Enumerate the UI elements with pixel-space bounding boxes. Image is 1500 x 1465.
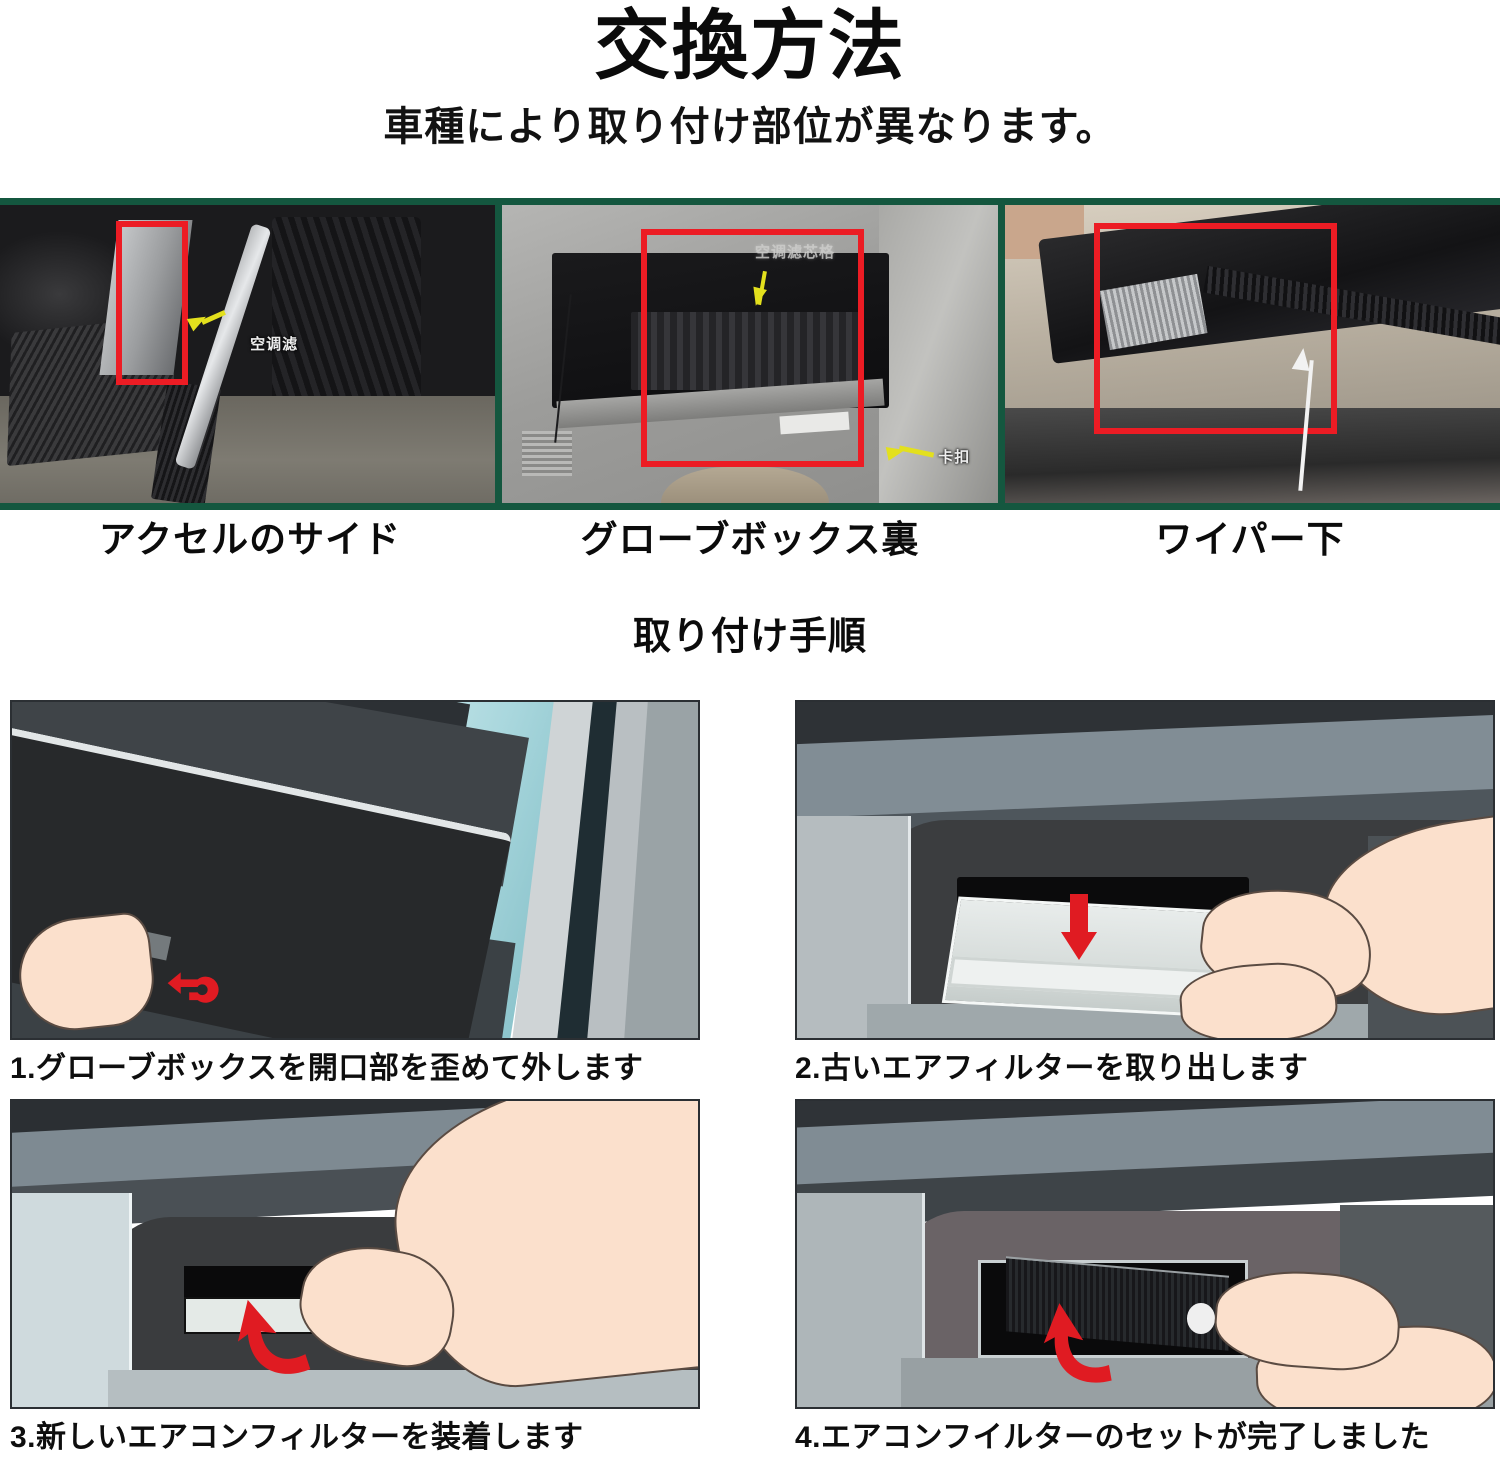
step4-filter-tab: [1186, 1302, 1215, 1334]
step-4-illustration: [795, 1099, 1495, 1409]
page-title: 交換方法: [594, 4, 906, 89]
step-3-illustration: [10, 1099, 700, 1409]
step-2-illustration: [795, 700, 1495, 1040]
photo2-highlight-box: [641, 228, 864, 468]
step-1-illustration: [10, 700, 700, 1040]
page-header: 交換方法 車種により取り付け部位が異なります。: [0, 0, 1500, 150]
procedure-step-3: 3.新しいエアコンフィルターを装着します: [10, 1099, 700, 1458]
photo3-white-arrow-icon: [1292, 347, 1313, 372]
step2-left-trim: [797, 816, 912, 1038]
photo1-overlay-label: 空调滤: [250, 336, 299, 354]
photo2-seat: [660, 467, 830, 503]
step-2-caption: 2.古いエアフィルターを取り出します: [795, 1052, 1309, 1085]
photo3-highlight-box: [1093, 222, 1337, 435]
step1-red-u-turn-arrow-icon: [167, 972, 219, 1003]
procedure-step-2: 2.古いエアフィルターを取り出します: [795, 700, 1495, 1089]
photo-caption-3: ワイパー下: [1155, 519, 1345, 560]
step-1-caption: 1.グローブボックスを開口部を歪めて外します: [10, 1052, 644, 1085]
procedure-heading: 取り付け手順: [632, 616, 867, 658]
photo-caption-row: アクセルのサイド グローブボックス裏 ワイパー下: [0, 516, 1500, 564]
procedure-step-4: 4.エアコンフイルターのセットが完了しました: [795, 1099, 1495, 1458]
photo2-side-vent: [522, 431, 572, 477]
photo2-overlay-label: 空调滤芯格: [754, 243, 835, 261]
photo2-blower-unit: [631, 312, 859, 390]
location-photo-strip: 空调滤 空调滤芯格 卡扣: [0, 198, 1500, 510]
procedure-steps-grid: 1.グローブボックスを開口部を歪めて外します 2.古いエアフィルターを取り出しま…: [10, 700, 1495, 1458]
photo1-dark-trim: [272, 216, 422, 402]
photo2-dash-right: [878, 205, 998, 503]
photo-panel-glovebox-back: 空调滤芯格 卡扣: [502, 205, 1005, 503]
step4-red-curved-arrow-icon: [1043, 1302, 1112, 1383]
photo-panel-accelerator-side: 空调滤: [0, 205, 503, 503]
photo-panel-under-wiper: [1004, 205, 1500, 503]
page-subtitle: 車種により取り付け部位が異なります。: [383, 105, 1117, 149]
photo1-yellow-arrow-icon: [186, 310, 209, 332]
procedure-step-1: 1.グローブボックスを開口部を歪めて外します: [10, 700, 700, 1089]
photo2-overlay-label-2: 卡扣: [938, 449, 971, 467]
photo-caption-2: グローブボックス裏: [580, 519, 920, 560]
photo1-highlight-box: [116, 221, 189, 386]
step-4-caption: 4.エアコンフイルターのセットが完了しました: [795, 1421, 1431, 1454]
step3-red-curved-arrow-icon: [237, 1299, 311, 1374]
step-3-caption: 3.新しいエアコンフィルターを装着します: [10, 1421, 584, 1454]
photo-caption-1: アクセルのサイド: [98, 519, 402, 560]
photo3-lower-panel: [1004, 407, 1500, 503]
